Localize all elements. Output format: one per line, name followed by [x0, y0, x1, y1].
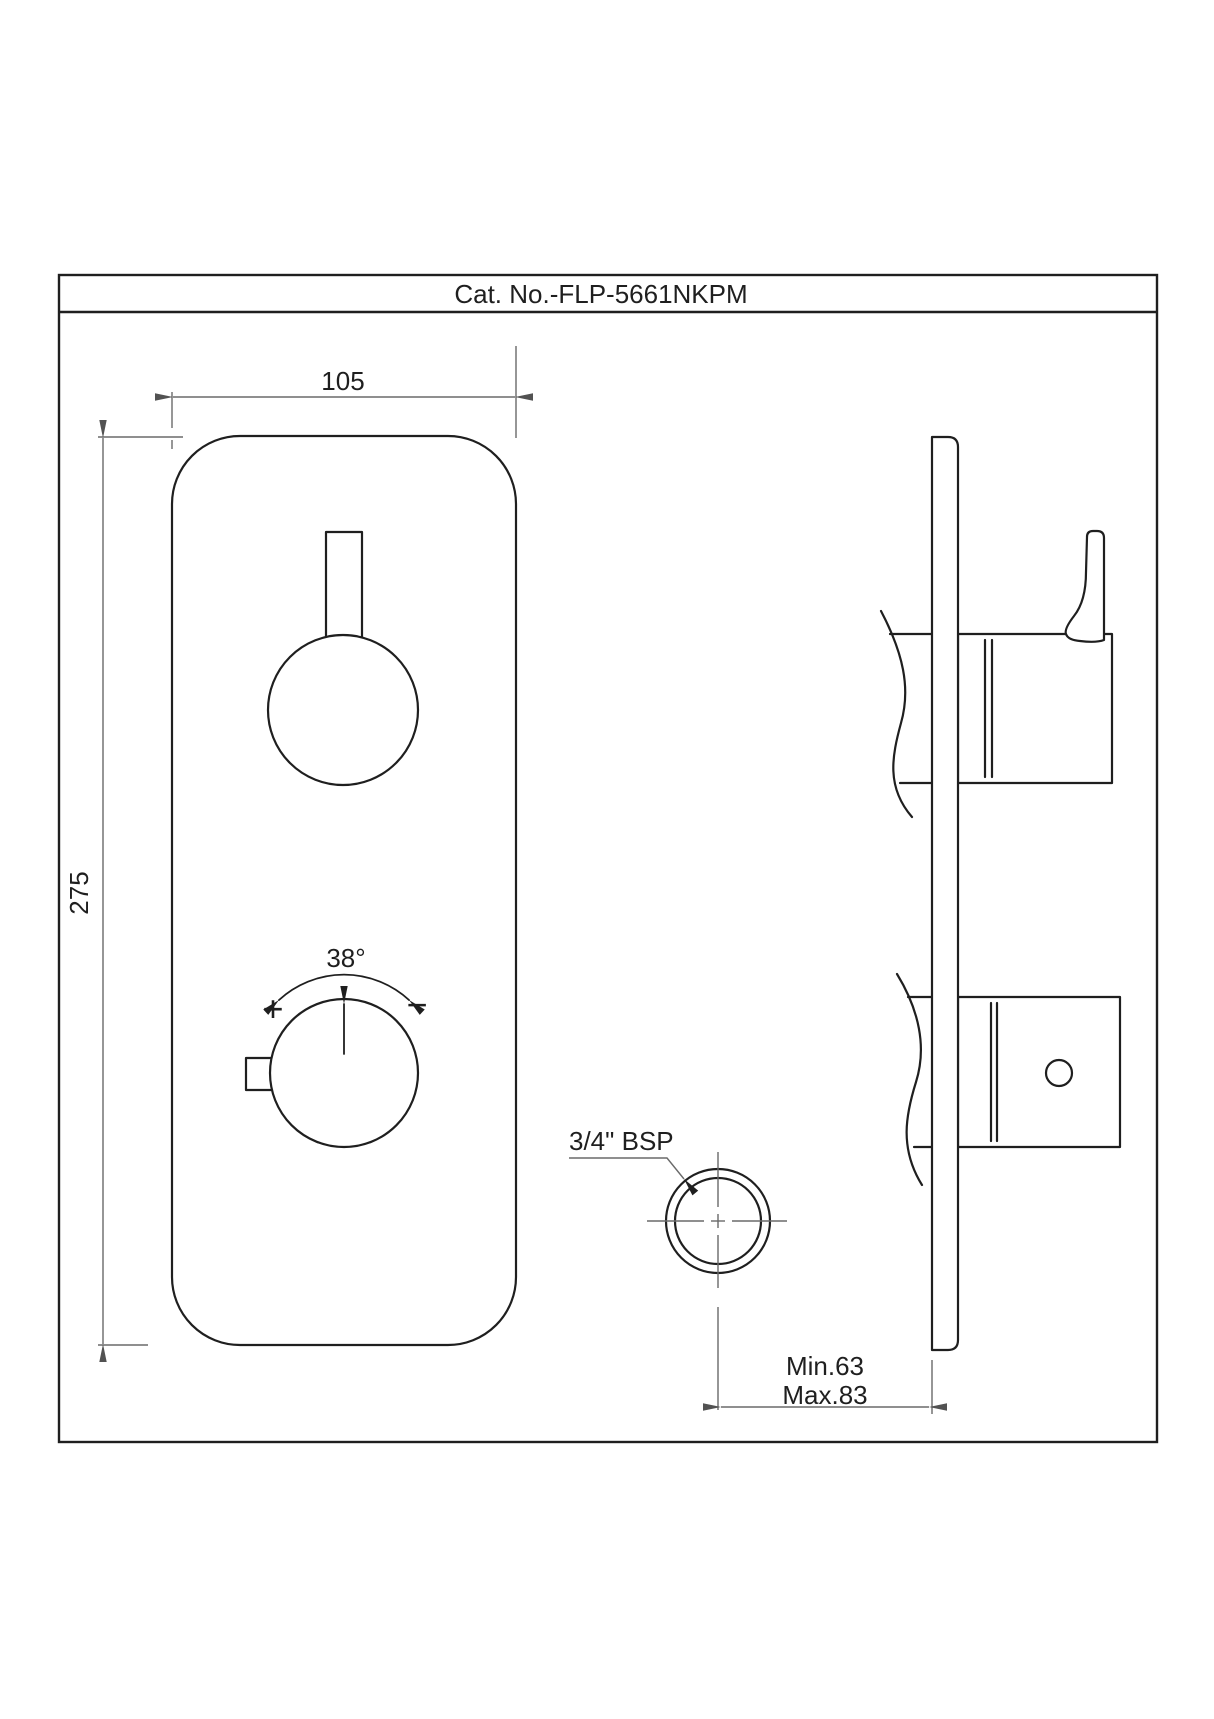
height-dimension: 275: [64, 420, 183, 1362]
depth-min-label: Min.63: [786, 1351, 864, 1381]
depth-dimension: Min.63 Max.83: [703, 1351, 947, 1414]
bsp-centerlines: [647, 1152, 787, 1410]
screw-hole: [1044, 1058, 1074, 1088]
bsp-connection: 3/4" BSP: [569, 1126, 787, 1410]
minus-label: −: [406, 984, 427, 1025]
side-view: [879, 435, 1122, 1352]
in-wall-body-upper: [888, 632, 934, 785]
wall-break-line-lower: [895, 972, 924, 1187]
drawing-frame-border: [57, 273, 1159, 1444]
bsp-label: 3/4" BSP: [569, 1126, 674, 1156]
depth-max-label: Max.83: [782, 1380, 867, 1410]
mixer-knob: [266, 633, 420, 787]
bsp-leader-line: [569, 1157, 699, 1196]
in-wall-body-lower: [906, 995, 934, 1149]
valve-body-lower: [956, 995, 1122, 1149]
catalog-number: Cat. No.-FLP-5661NKPM: [454, 279, 747, 309]
width-dimension: 105: [155, 346, 533, 449]
mixer-lever-profile: [1064, 529, 1106, 643]
wall-break-line-upper: [879, 609, 914, 819]
angle-label: 38°: [326, 943, 365, 973]
front-view: 38° + − 105 275: [64, 346, 533, 1362]
temp-range-arc: [263, 973, 425, 1015]
width-dimension-label: 105: [321, 366, 364, 396]
trim-plate-outline: [170, 434, 518, 1347]
title-block: Cat. No.-FLP-5661NKPM: [57, 273, 1159, 1444]
trim-plate-profile: [930, 435, 960, 1352]
height-dimension-label: 275: [64, 871, 94, 914]
valve-body-upper: [956, 632, 1114, 785]
plus-label: +: [262, 988, 283, 1029]
